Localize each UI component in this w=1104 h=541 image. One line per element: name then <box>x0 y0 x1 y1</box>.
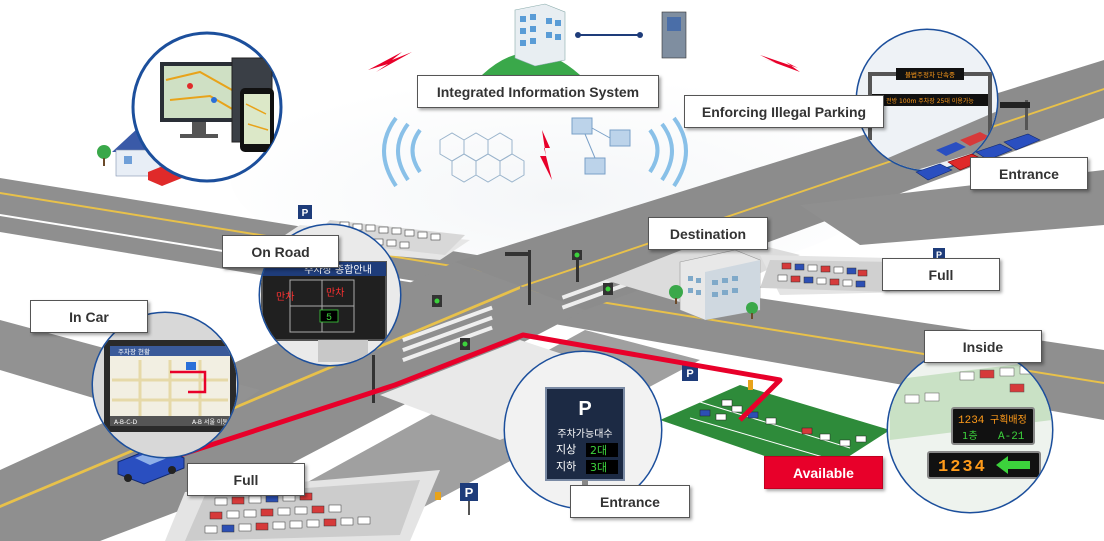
inside-sign-floor: 1층 <box>962 430 978 442</box>
label-integrated-system: Integrated Information System <box>417 75 659 108</box>
destination-building <box>669 249 761 321</box>
inside-sign-num: 1234 <box>958 415 985 427</box>
label-available: Available <box>764 456 883 489</box>
entrance-sign-row1-value: 2대 <box>590 444 607 457</box>
svg-text:P: P <box>302 208 309 219</box>
network-switch-icons <box>571 117 631 175</box>
inside-sign-slot: A-21 <box>998 431 1025 443</box>
road-sign-full-1: 만차 <box>276 291 294 303</box>
parking-lot-right-full: P <box>760 248 945 292</box>
label-destination: Destination <box>648 217 768 250</box>
label-entrance-bottom: Entrance <box>570 485 690 518</box>
road-sign-count: 5 <box>326 313 332 324</box>
label-full-right: Full <box>882 258 1000 291</box>
entrance-sign-row2-label: 지하 <box>556 459 576 473</box>
label-in-car: In Car <box>30 300 148 333</box>
enforce-sign-line1: 불법주정차 단속중 <box>905 70 955 79</box>
label-full-bottom: Full <box>187 463 305 496</box>
inside-plate: 1234 <box>938 458 987 477</box>
arrow-left-icon <box>996 456 1030 474</box>
car-screen-footer-left: A-B-C-D <box>114 419 138 426</box>
label-entrance-top: Entrance <box>970 157 1088 190</box>
label-on-road: On Road <box>222 235 339 268</box>
integrated-system-icons <box>482 3 687 75</box>
parking-lot-available: P <box>660 365 890 475</box>
svg-text:P: P <box>686 368 693 380</box>
circle-monitor <box>131 31 283 183</box>
entrance-sign-row2-value: 3대 <box>590 461 607 474</box>
entrance-sign-row1-label: 지상 <box>556 443 576 456</box>
circle-in-car: 주차장 현황 A-B-C-D A-B 서울 이동 <box>91 311 239 459</box>
inside-sign-text: 구획배정 <box>990 414 1027 426</box>
entrance-sign-title: 주차가능대수 <box>557 428 612 440</box>
label-enforcing-illegal-parking: Enforcing Illegal Parking <box>684 95 884 128</box>
enforce-sign-line2: 전방 100m 주차장 25대 이용가능 <box>886 97 974 105</box>
car-screen-footer-right: A-B 서울 이동 <box>192 418 228 426</box>
road-sign-full-2: 만차 <box>326 287 344 299</box>
traffic-lights <box>372 250 753 500</box>
signal-bolts <box>368 52 800 180</box>
hex-network <box>439 132 525 183</box>
car-screen-header: 주차장 현황 <box>118 347 150 356</box>
guidance-route <box>139 332 783 471</box>
circle-entrance-sign: P 주차가능대수 지상 2대 지하 3대 <box>503 350 663 510</box>
circle-inside: 1234 구획배정 1층 A-21 1234 <box>886 346 1054 514</box>
svg-text:P: P <box>936 250 942 260</box>
network-waves <box>382 116 688 188</box>
svg-text:P: P <box>465 485 474 500</box>
entrance-sign-p: P <box>578 398 591 420</box>
label-inside: Inside <box>924 330 1042 363</box>
